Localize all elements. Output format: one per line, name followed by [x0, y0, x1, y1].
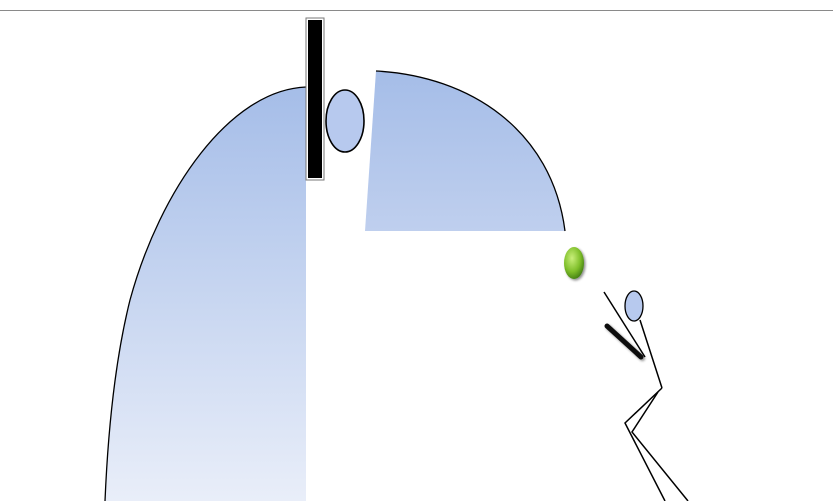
tennis-ball-icon [564, 247, 584, 279]
player-leg-front [624, 387, 666, 501]
net-player-head-icon [325, 89, 365, 153]
right-trajectory-region [365, 71, 565, 231]
player-head-icon [624, 290, 644, 322]
right-trajectory-outline [375, 70, 566, 232]
player-arm [603, 291, 646, 358]
player-body [639, 319, 663, 389]
player-leg-back [631, 391, 689, 501]
left-trajectory-outline [104, 86, 307, 501]
racket-icon [604, 323, 644, 360]
left-trajectory-region [105, 87, 306, 501]
net-post-core [308, 20, 322, 178]
stick-figure-icon [603, 290, 689, 501]
